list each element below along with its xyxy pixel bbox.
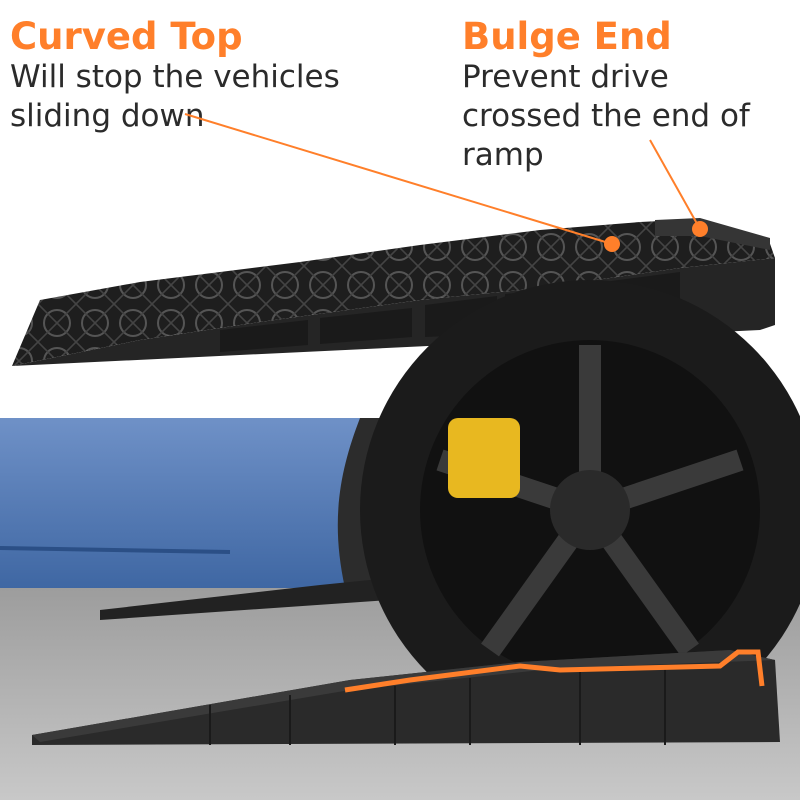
bulge-end-marker — [692, 221, 708, 237]
bulge-end-title: Bulge End — [462, 15, 672, 58]
brake-caliper — [448, 418, 520, 498]
bulge-end-block — [655, 218, 770, 250]
curved-top-highlight — [344, 649, 765, 693]
front-ramp — [32, 650, 780, 745]
ramp-top-surface — [12, 220, 775, 366]
curved-top-description: Will stop the vehicles sliding down — [10, 59, 340, 134]
bottom-car-photo — [0, 280, 800, 800]
front-ramp-panels — [209, 668, 666, 745]
curved-top-marker — [604, 236, 620, 252]
curved-top-callout: Curved Top Will stop the vehicles slidin… — [10, 16, 440, 136]
wheel-hub — [550, 470, 630, 550]
car-body — [0, 418, 360, 588]
bulge-end-leader-line — [649, 139, 701, 230]
car-body-line — [0, 546, 231, 554]
curved-top-title: Curved Top — [10, 15, 243, 58]
curved-top-leader-line — [184, 113, 613, 245]
front-ramp-top — [32, 650, 775, 742]
background-ramp — [100, 578, 390, 620]
bulge-end-description: Prevent drive crossed the end of ramp — [462, 59, 750, 173]
bulge-end-callout: Bulge End Prevent drive crossed the end … — [462, 16, 792, 175]
